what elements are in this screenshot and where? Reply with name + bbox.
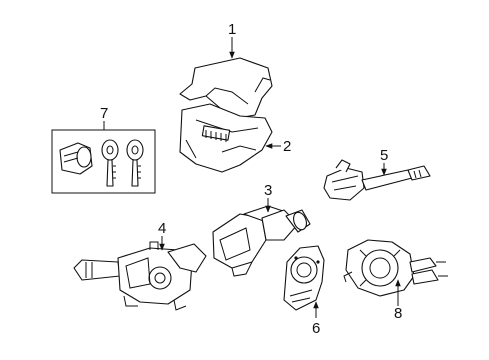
column-cover-assembly [179,57,273,173]
callout-4: 4 [158,220,166,237]
callout-6: 6 [312,320,320,337]
wiper-switch [323,159,431,201]
turn-signal-switch [212,205,311,277]
combination-switch [73,241,207,311]
callout-1: 1 [228,21,236,38]
spiral-cable [343,239,448,297]
callout-7: 7 [100,105,108,122]
key-set [51,129,156,194]
callout-8: 8 [394,305,402,322]
callout-3: 3 [264,182,272,199]
callout-5: 5 [380,147,388,164]
steering-angle-sensor [283,245,325,311]
leader-lines [103,37,401,318]
callout-2: 2 [283,138,291,155]
